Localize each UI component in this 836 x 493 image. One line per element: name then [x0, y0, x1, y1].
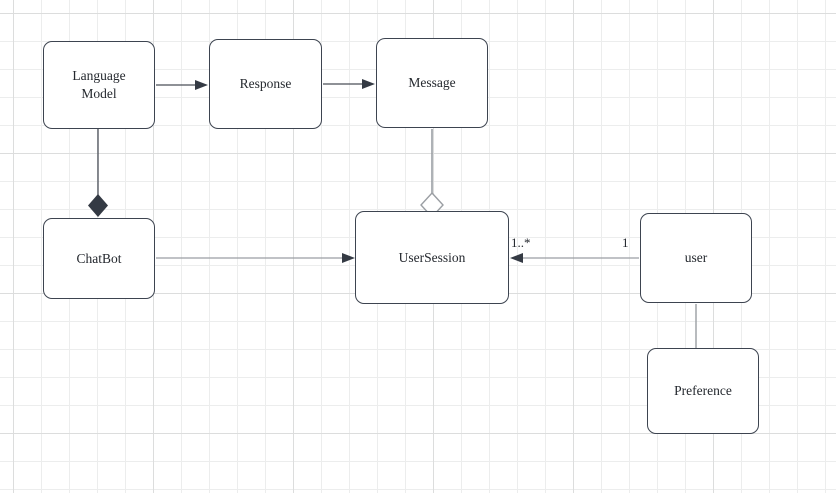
multiplicity-label-usersession: 1..*: [511, 235, 531, 250]
node-language-model-label-line2: Model: [81, 86, 117, 101]
edge-response-message[interactable]: [323, 79, 375, 89]
node-preference[interactable]: Preference: [647, 348, 759, 434]
node-message[interactable]: Message: [376, 38, 488, 128]
grid-line-major-horizontal: [0, 153, 836, 154]
multiplicity-label-user: 1: [622, 235, 629, 250]
grid-line-major-horizontal: [0, 433, 836, 434]
node-usersession[interactable]: UserSession: [355, 211, 509, 304]
node-response[interactable]: Response: [209, 39, 322, 129]
edge-language-model-chatbot[interactable]: [88, 129, 108, 217]
node-message-label: Message: [408, 75, 456, 91]
node-response-label: Response: [239, 76, 292, 92]
edge-language-model-response[interactable]: [156, 80, 208, 90]
edge-user-usersession[interactable]: [510, 253, 639, 263]
node-preference-label: Preference: [674, 383, 732, 399]
node-user-label: user: [684, 250, 708, 266]
edge-message-usersession[interactable]: [420, 129, 444, 219]
node-language-model-label: Language Model: [72, 67, 125, 103]
node-user[interactable]: user: [640, 213, 752, 303]
node-language-model-label-line1: Language: [72, 68, 126, 84]
node-usersession-label: UserSession: [398, 249, 466, 265]
node-language-model[interactable]: Language Model: [43, 41, 155, 129]
grid-line-major-vertical: [293, 0, 294, 493]
grid-line-major-vertical: [13, 0, 14, 493]
grid-line-major-vertical: [573, 0, 574, 493]
node-chatbot-label: ChatBot: [76, 250, 122, 266]
edge-chatbot-usersession[interactable]: [156, 253, 355, 263]
node-chatbot[interactable]: ChatBot: [43, 218, 155, 299]
grid-line-major-horizontal: [0, 13, 836, 14]
